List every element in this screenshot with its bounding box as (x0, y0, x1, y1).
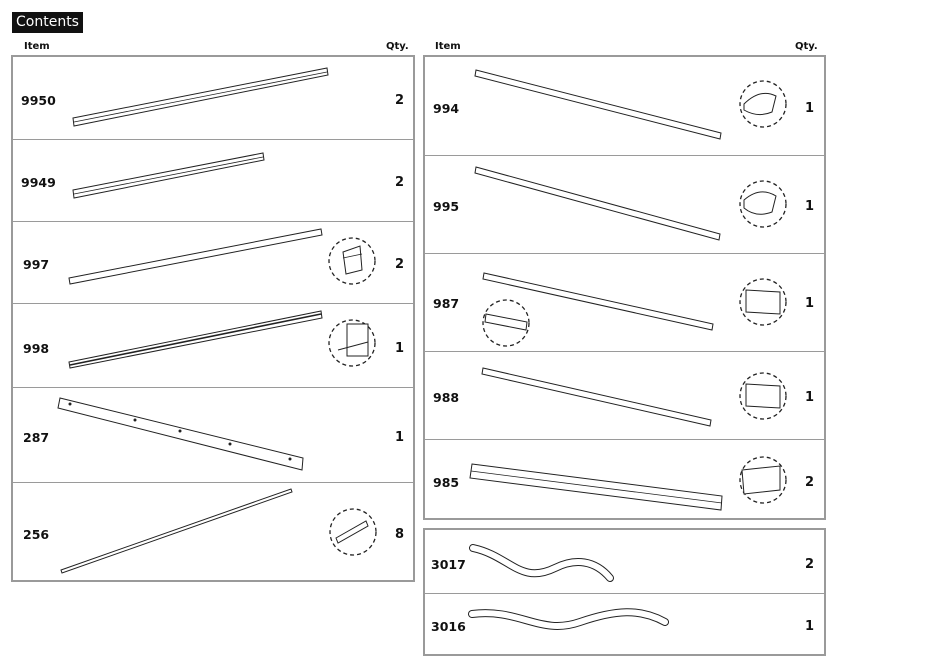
part-995-illustration (475, 167, 786, 240)
part-9950-illustration (73, 68, 328, 126)
part-985-illustration (470, 457, 786, 510)
part-287-illustration (58, 398, 303, 470)
part-3016-illustration (472, 612, 665, 626)
part-997-illustration (69, 229, 375, 284)
part-9949-illustration (73, 153, 264, 198)
part-987-illustration (483, 273, 786, 346)
part-994-illustration (475, 70, 786, 139)
part-3017-illustration (473, 548, 610, 578)
part-998-illustration (69, 311, 375, 368)
part-988-illustration (482, 368, 786, 426)
part-256-illustration (61, 489, 376, 573)
